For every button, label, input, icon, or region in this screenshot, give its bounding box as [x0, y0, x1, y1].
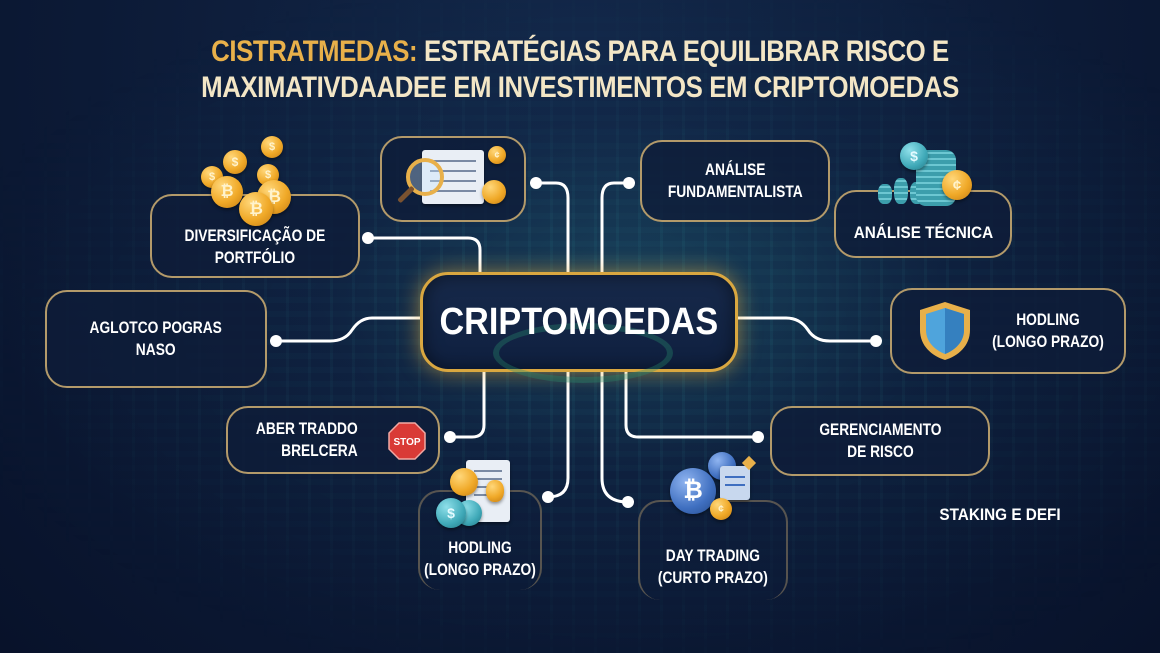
crypto-emblem-icon	[493, 323, 673, 383]
coins-document-icon: $	[434, 458, 524, 532]
node-label-line-1: ABER TRADDO	[256, 419, 358, 438]
connector-hodling-right	[736, 316, 878, 343]
title-line-1-rest: ESTRATÉGIAS PARA EQUILIBRAR RISCO E	[417, 35, 949, 68]
node-label-line-2: PORTFÓLIO	[214, 248, 296, 267]
node-label-line-1: GERENCIAMENTO	[818, 420, 942, 439]
title-line-2: MAXIMATIVDAADEE EM INVESTIMENTOS EM CRIP…	[201, 71, 959, 104]
shield-icon	[918, 300, 972, 362]
node-label-line-1: HODLING	[448, 538, 512, 557]
node-label-line-2: NASO	[136, 340, 176, 359]
node-label-line-1: AGLOTCO POGRAS	[89, 318, 223, 337]
node-diversificacao-portfolio[interactable]: DIVERSIFICAÇÃO DE PORTFÓLIO	[150, 194, 360, 278]
node-aber-traddo-brelcera[interactable]: ABER TRADDO BRELCERA STOP	[226, 406, 440, 474]
connector-aber-traddo	[448, 370, 486, 439]
gold-coins-icon: $ $ $ $ ₿ ₿ ₿	[195, 136, 305, 226]
svg-text:STOP: STOP	[393, 437, 420, 448]
node-label-line-1: DIVERSIFICAÇÃO DE	[184, 226, 326, 245]
connector-gerenciamento	[624, 370, 760, 439]
node-gerenciamento-de-risco[interactable]: GERENCIAMENTO DE RISCO	[770, 406, 990, 476]
connector-aglotco	[274, 316, 422, 343]
connector-day-trading	[600, 370, 630, 504]
node-hodling-longo-prazo-right[interactable]: HODLING (LONGO PRAZO)	[890, 288, 1126, 374]
magnifier-scales-document-icon: ¢	[396, 144, 516, 216]
connector-analise-icon	[534, 181, 570, 274]
node-label-line-2: DE RISCO	[846, 442, 914, 461]
connector-diversificacao	[366, 236, 482, 274]
node-label: STAKING E DEFI	[939, 505, 1061, 524]
node-analise-fundamentalista[interactable]: ANÁLISE FUNDAMENTALISTA	[640, 140, 830, 222]
connector-fundamentalista	[600, 181, 631, 274]
node-aglotco-pogras-naso[interactable]: AGLOTCO POGRAS NASO	[45, 290, 267, 388]
central-node-criptomoedas[interactable]: CRIPTOMOEDAS	[420, 272, 738, 383]
node-label-line-1: ANÁLISE	[704, 160, 766, 179]
node-label: ANÁLISE TÉCNICA	[853, 223, 993, 242]
title-highlight: CISTRATMEDAS:	[211, 35, 418, 68]
node-label-line-2: (CURTO PRAZO)	[658, 568, 768, 587]
node-label-line-2: (LONGO PRAZO)	[992, 332, 1104, 351]
title-line-1: CISTRATMEDAS: ESTRATÉGIAS PARA EQUILIBRA…	[81, 34, 1079, 70]
central-node-label: CRIPTOMOEDAS	[439, 300, 719, 343]
node-label-line-1: DAY TRADING	[665, 546, 761, 565]
node-label-line-1: HODLING	[1016, 310, 1080, 329]
connector-hodling-bottom	[546, 370, 570, 499]
node-label-line-2: (LONGO PRAZO)	[424, 560, 536, 579]
coin-stacks-icon: $ ¢	[870, 140, 980, 210]
node-analise-icon-box[interactable]: ¢	[380, 136, 526, 222]
node-analise-tecnica[interactable]: ANÁLISE TÉCNICA	[834, 190, 1012, 258]
node-label-line-2: FUNDAMENTALISTA	[667, 182, 803, 201]
stop-sign-icon: STOP	[388, 422, 426, 460]
node-staking-e-defi[interactable]: STAKING E DEFI	[920, 504, 1080, 526]
bitcoin-document-icon: ₿ ¢	[664, 452, 764, 532]
node-label-line-2: BRELCERA	[281, 441, 358, 460]
page-title: CISTRATMEDAS: ESTRATÉGIAS PARA EQUILIBRA…	[81, 34, 1079, 106]
